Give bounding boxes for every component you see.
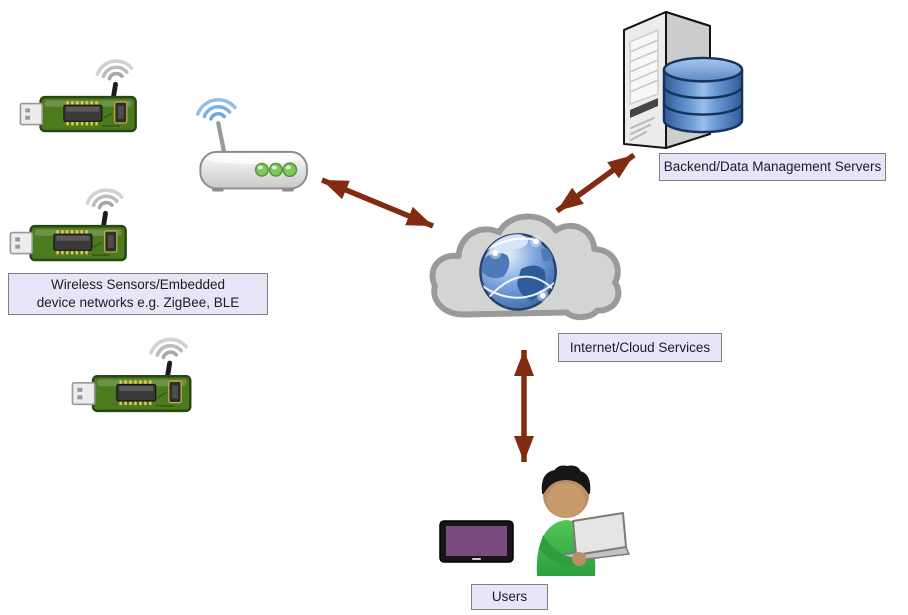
backend-label: Backend/Data Management Servers bbox=[659, 153, 886, 181]
cloud-label-text: Internet/Cloud Services bbox=[569, 339, 711, 355]
cloud-node bbox=[424, 197, 622, 333]
cloud-label: Internet/Cloud Services bbox=[558, 333, 722, 362]
database-node bbox=[658, 56, 748, 136]
users-label: Users bbox=[471, 584, 548, 610]
user-person-node bbox=[533, 463, 630, 578]
globe-icon bbox=[479, 233, 557, 311]
sensors-label-line2: device networks e.g. ZigBee, BLE bbox=[36, 295, 240, 310]
sensors-label-line1: Wireless Sensors/Embedded bbox=[50, 277, 226, 292]
cloud-icon bbox=[429, 213, 622, 321]
users-label-text: Users bbox=[491, 589, 528, 604]
backend-label-text: Backend/Data Management Servers bbox=[663, 159, 882, 174]
tablet-icon bbox=[439, 520, 514, 563]
arrow-cloud-server bbox=[555, 152, 636, 214]
arrow-router-cloud bbox=[320, 177, 435, 229]
wireless-router-icon bbox=[196, 98, 308, 192]
person-icon bbox=[536, 465, 630, 576]
database-icon bbox=[662, 56, 744, 134]
tablet-node bbox=[439, 520, 514, 563]
sensors-label: Wireless Sensors/Embedded device network… bbox=[8, 273, 268, 315]
router-node bbox=[190, 92, 315, 197]
